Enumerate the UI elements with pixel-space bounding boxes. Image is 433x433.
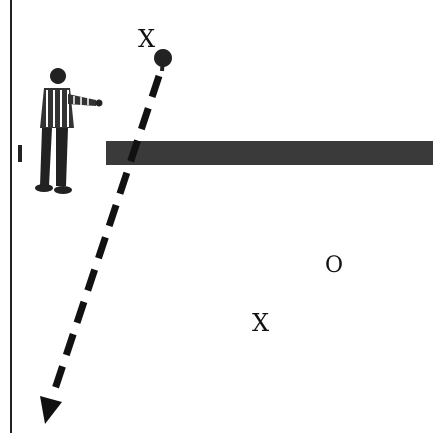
lower-player-label: X: [252, 311, 269, 335]
defender-label: O: [325, 255, 343, 277]
arrow-head-icon: [40, 396, 62, 424]
boundary-tick: [18, 145, 22, 162]
ball-tail: [162, 58, 163, 71]
top-player-label: X: [138, 27, 155, 51]
barrier-bar: [106, 141, 433, 165]
referee-figure-icon: [35, 68, 103, 194]
